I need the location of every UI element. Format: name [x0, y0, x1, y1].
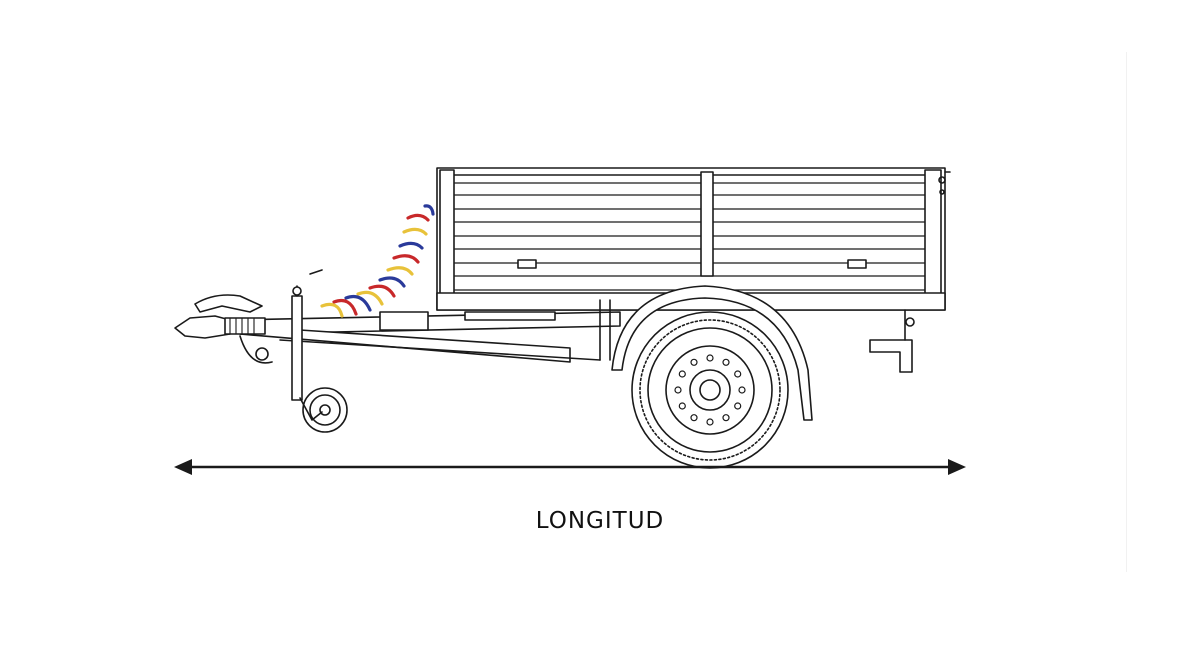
rim-hole — [722, 414, 730, 422]
rim-hole — [706, 354, 714, 362]
rim-hole — [706, 418, 714, 426]
jockey-wheel — [291, 269, 348, 433]
dimension-arrow — [174, 459, 966, 475]
arrow-head-left — [174, 459, 192, 475]
chassis-drawbar — [231, 299, 621, 363]
rim-hole — [722, 358, 730, 366]
main-wheel — [631, 311, 789, 469]
rim-hole — [738, 386, 746, 394]
rim-hole — [678, 370, 686, 378]
rim-hole — [690, 414, 698, 422]
rear-support — [869, 309, 915, 373]
rim-hole — [734, 370, 742, 378]
rim-hole — [690, 358, 698, 366]
coupling-head — [174, 294, 273, 364]
edge-divider — [1126, 52, 1127, 572]
rim-hole — [734, 402, 742, 410]
rim-hole — [678, 402, 686, 410]
wheel-rim-holes — [674, 354, 746, 426]
cargo-box — [436, 167, 951, 311]
coiled-cable — [320, 204, 435, 318]
dimension-label: LONGITUD — [535, 508, 665, 534]
side-panel-slats — [454, 182, 926, 291]
rim-hole — [674, 386, 682, 394]
arrow-head-right — [948, 459, 966, 475]
mudguard — [611, 285, 813, 421]
